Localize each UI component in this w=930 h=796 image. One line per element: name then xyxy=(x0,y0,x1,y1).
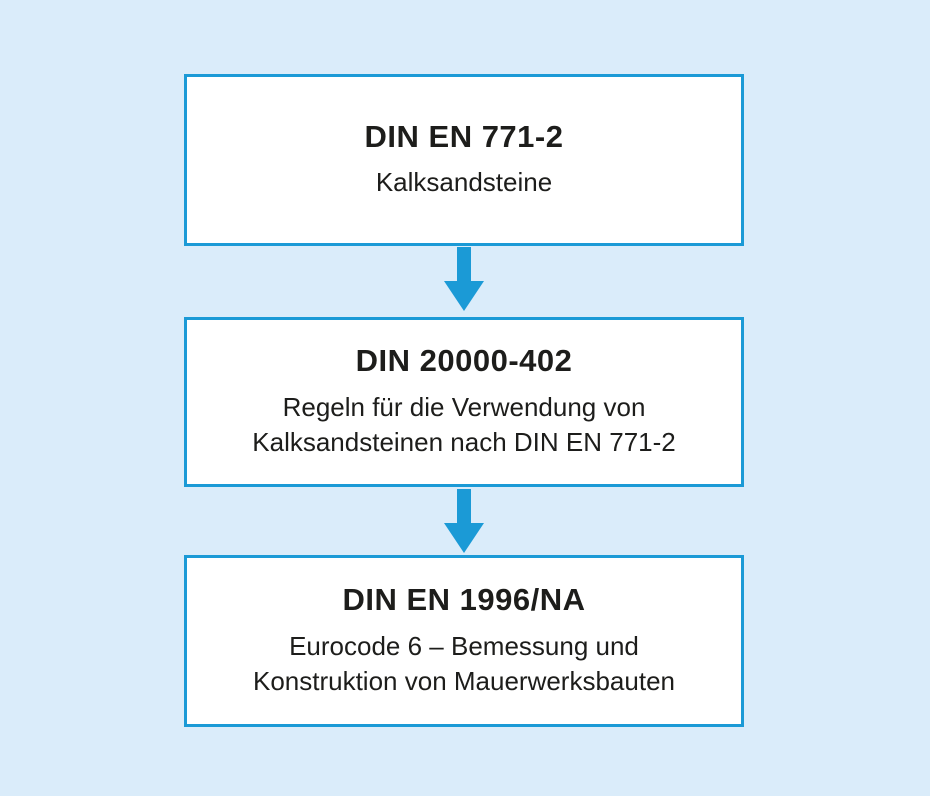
box-title-din-20000-402: DIN 20000-402 xyxy=(355,343,573,379)
flow-box-din-20000-402: DIN 20000-402 Regeln für die Verwendung … xyxy=(184,317,744,487)
down-arrow-icon xyxy=(444,247,484,311)
box-subtitle-din-en-771-2: Kalksandsteine xyxy=(376,165,552,200)
subtitle-line: Kalksandsteinen nach DIN EN 771-2 xyxy=(252,426,676,457)
box-subtitle-din-20000-402: Regeln für die Verwendung von Kalksandst… xyxy=(252,390,675,460)
arrow-head xyxy=(444,281,484,311)
subtitle-line: Kalksandsteine xyxy=(375,167,553,198)
subtitle-line: Regeln für die Verwendung von xyxy=(282,391,646,422)
subtitle-line: Eurocode 6 – Bemessung und xyxy=(289,630,639,661)
arrow-head xyxy=(444,523,484,553)
subtitle-line: Konstruktion von Mauerwerksbauten xyxy=(252,665,675,696)
box-title-din-en-1996-na: DIN EN 1996/NA xyxy=(342,582,586,618)
arrow-stem xyxy=(457,489,471,525)
down-arrow-icon xyxy=(444,489,484,553)
box-title-din-en-771-2: DIN EN 771-2 xyxy=(364,118,564,154)
box-subtitle-din-en-1996-na: Eurocode 6 – Bemessung und Konstruktion … xyxy=(253,629,675,699)
flow-box-din-en-771-2: DIN EN 771-2 Kalksandsteine xyxy=(184,74,744,246)
flow-box-din-en-1996-na: DIN EN 1996/NA Eurocode 6 – Bemessung un… xyxy=(184,555,744,727)
arrow-stem xyxy=(457,247,471,283)
